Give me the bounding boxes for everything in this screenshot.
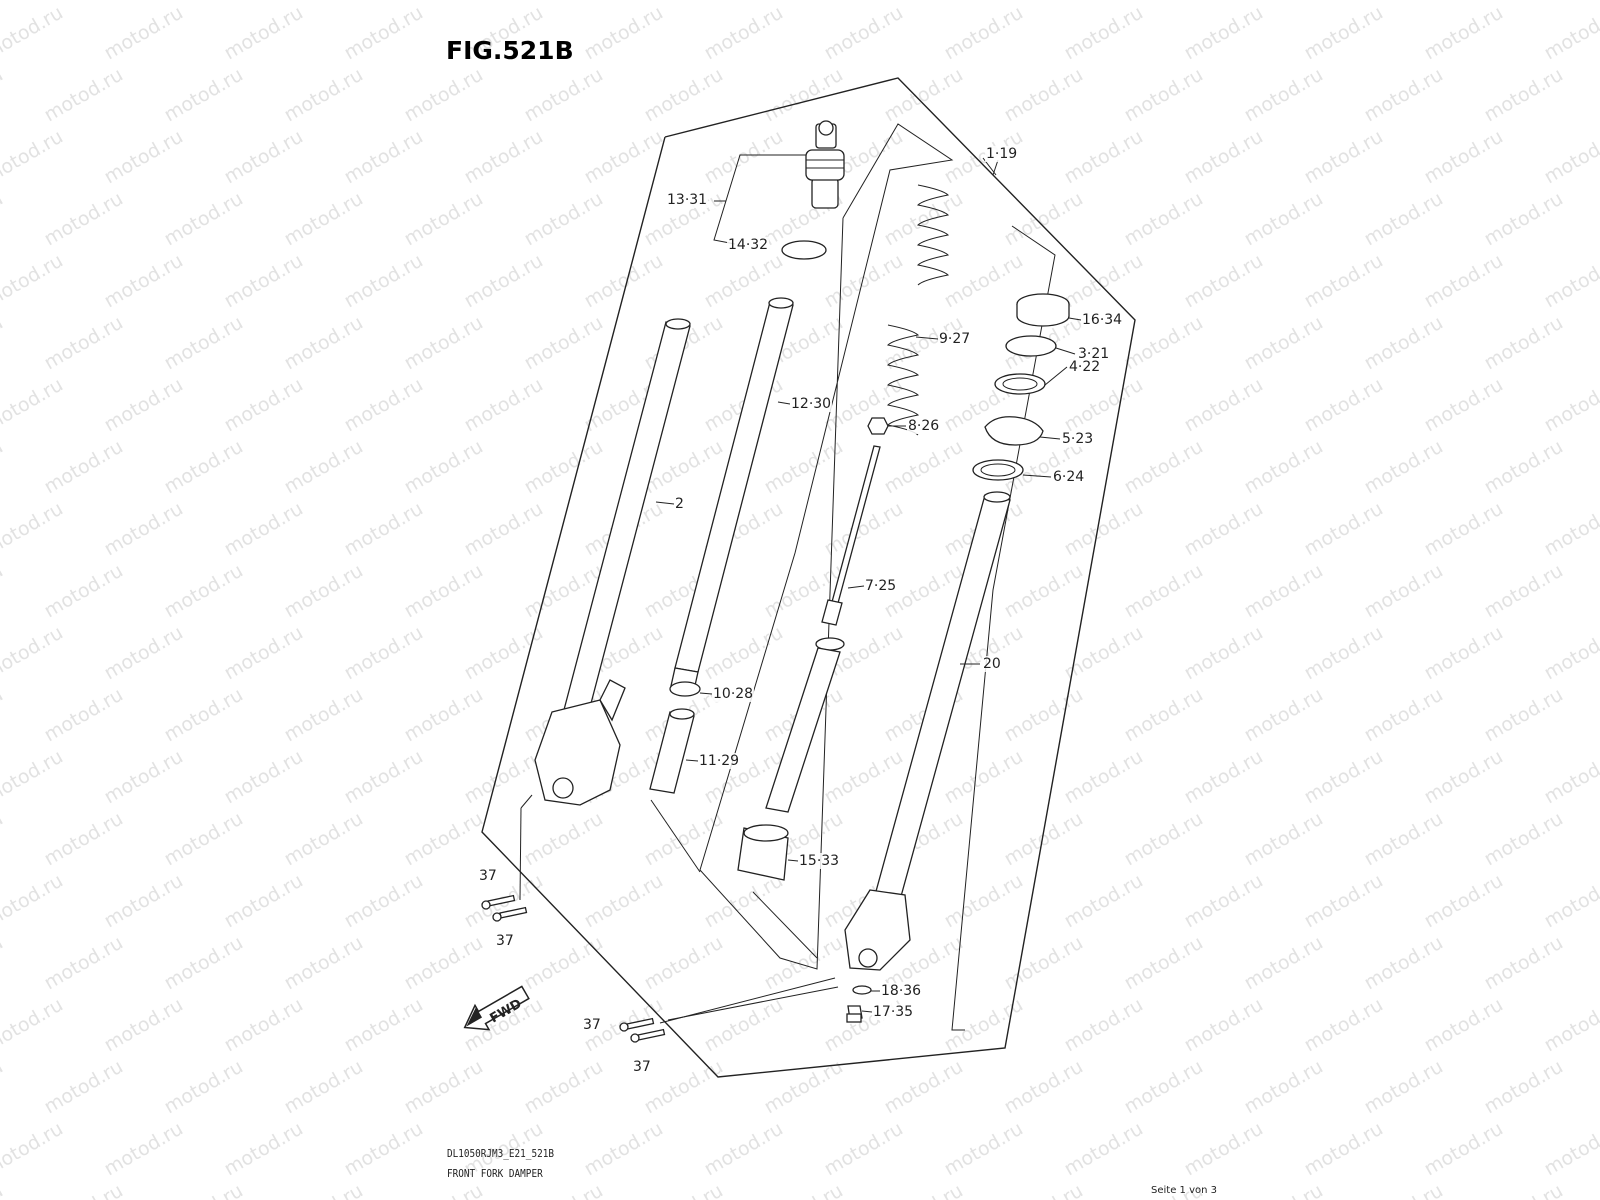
callout-1-19: 1·19 [985,146,1019,162]
assembly-outline [481,77,1136,1078]
callout-2: 2 [674,496,685,512]
callout-6-24: 6·24 [1052,469,1086,485]
callout-37-upper-right: 37 [582,1017,602,1033]
part-5-stopper-ring [984,416,1044,446]
part-12-inner-tube [670,297,794,691]
part-7-damper-cartridge [765,445,881,813]
figure-title: FIG.521B [446,36,574,65]
kit-outline-right [951,225,1056,1031]
callout-7-25: 7·25 [864,578,898,594]
part-15-collar [737,824,789,881]
part-20-outer-tube-right [844,491,1011,971]
callout-9-27: 9·27 [938,331,972,347]
callout-14-32: 14·32 [727,237,770,253]
fwd-arrow-icon [463,985,530,1031]
diagram-caption: FRONT FORK DAMPER [447,1167,543,1180]
callout-3-21: 3·21 [1077,346,1111,362]
callout-17-35: 17·35 [872,1004,915,1020]
part-4-oil-seal [994,373,1046,395]
leader-lines [655,157,1082,1013]
callout-13-31: 13·31 [666,192,709,208]
callout-11-29: 11·29 [698,753,741,769]
part-37-bolts-right [619,977,839,1043]
callout-16-34: 16·34 [1081,312,1124,328]
part-2-outer-tube-left [534,318,691,806]
callout-10-28: 10·28 [712,686,755,702]
callout-8-26: 8·26 [907,418,941,434]
part-9-spring-upper [916,184,950,286]
model-code: DL1050RJM3_E21_521B [447,1147,554,1160]
part-9-spring-lower [886,324,920,436]
callout-15-33: 15·33 [798,853,841,869]
part-8-nut [867,417,889,435]
callout-4-22: 4·22 [1068,359,1102,375]
part-37-bolts-left [481,794,533,922]
part-11-guide [649,708,695,794]
callout-37-upper-left: 37 [478,868,498,884]
part-16-bushing [1016,293,1070,327]
kit-outline [699,123,954,970]
part-3-washer [1005,335,1057,357]
part-18-washer [852,985,872,995]
page-indicator: Seite 1 von 3 [1151,1185,1217,1196]
part-17-bolt [846,1005,863,1023]
part-14-o-ring [781,240,827,260]
callout-12-30: 12·30 [790,396,833,412]
callout-18-36: 18·36 [880,983,923,999]
callout-37-lower-right: 37 [632,1059,652,1075]
callout-5-23: 5·23 [1061,431,1095,447]
part-13-damper-cap [805,120,845,209]
callout-37-lower-left: 37 [495,933,515,949]
part-6-dust-seal [972,459,1024,481]
part-10-ring [669,681,701,697]
callout-20: 20 [982,656,1002,672]
